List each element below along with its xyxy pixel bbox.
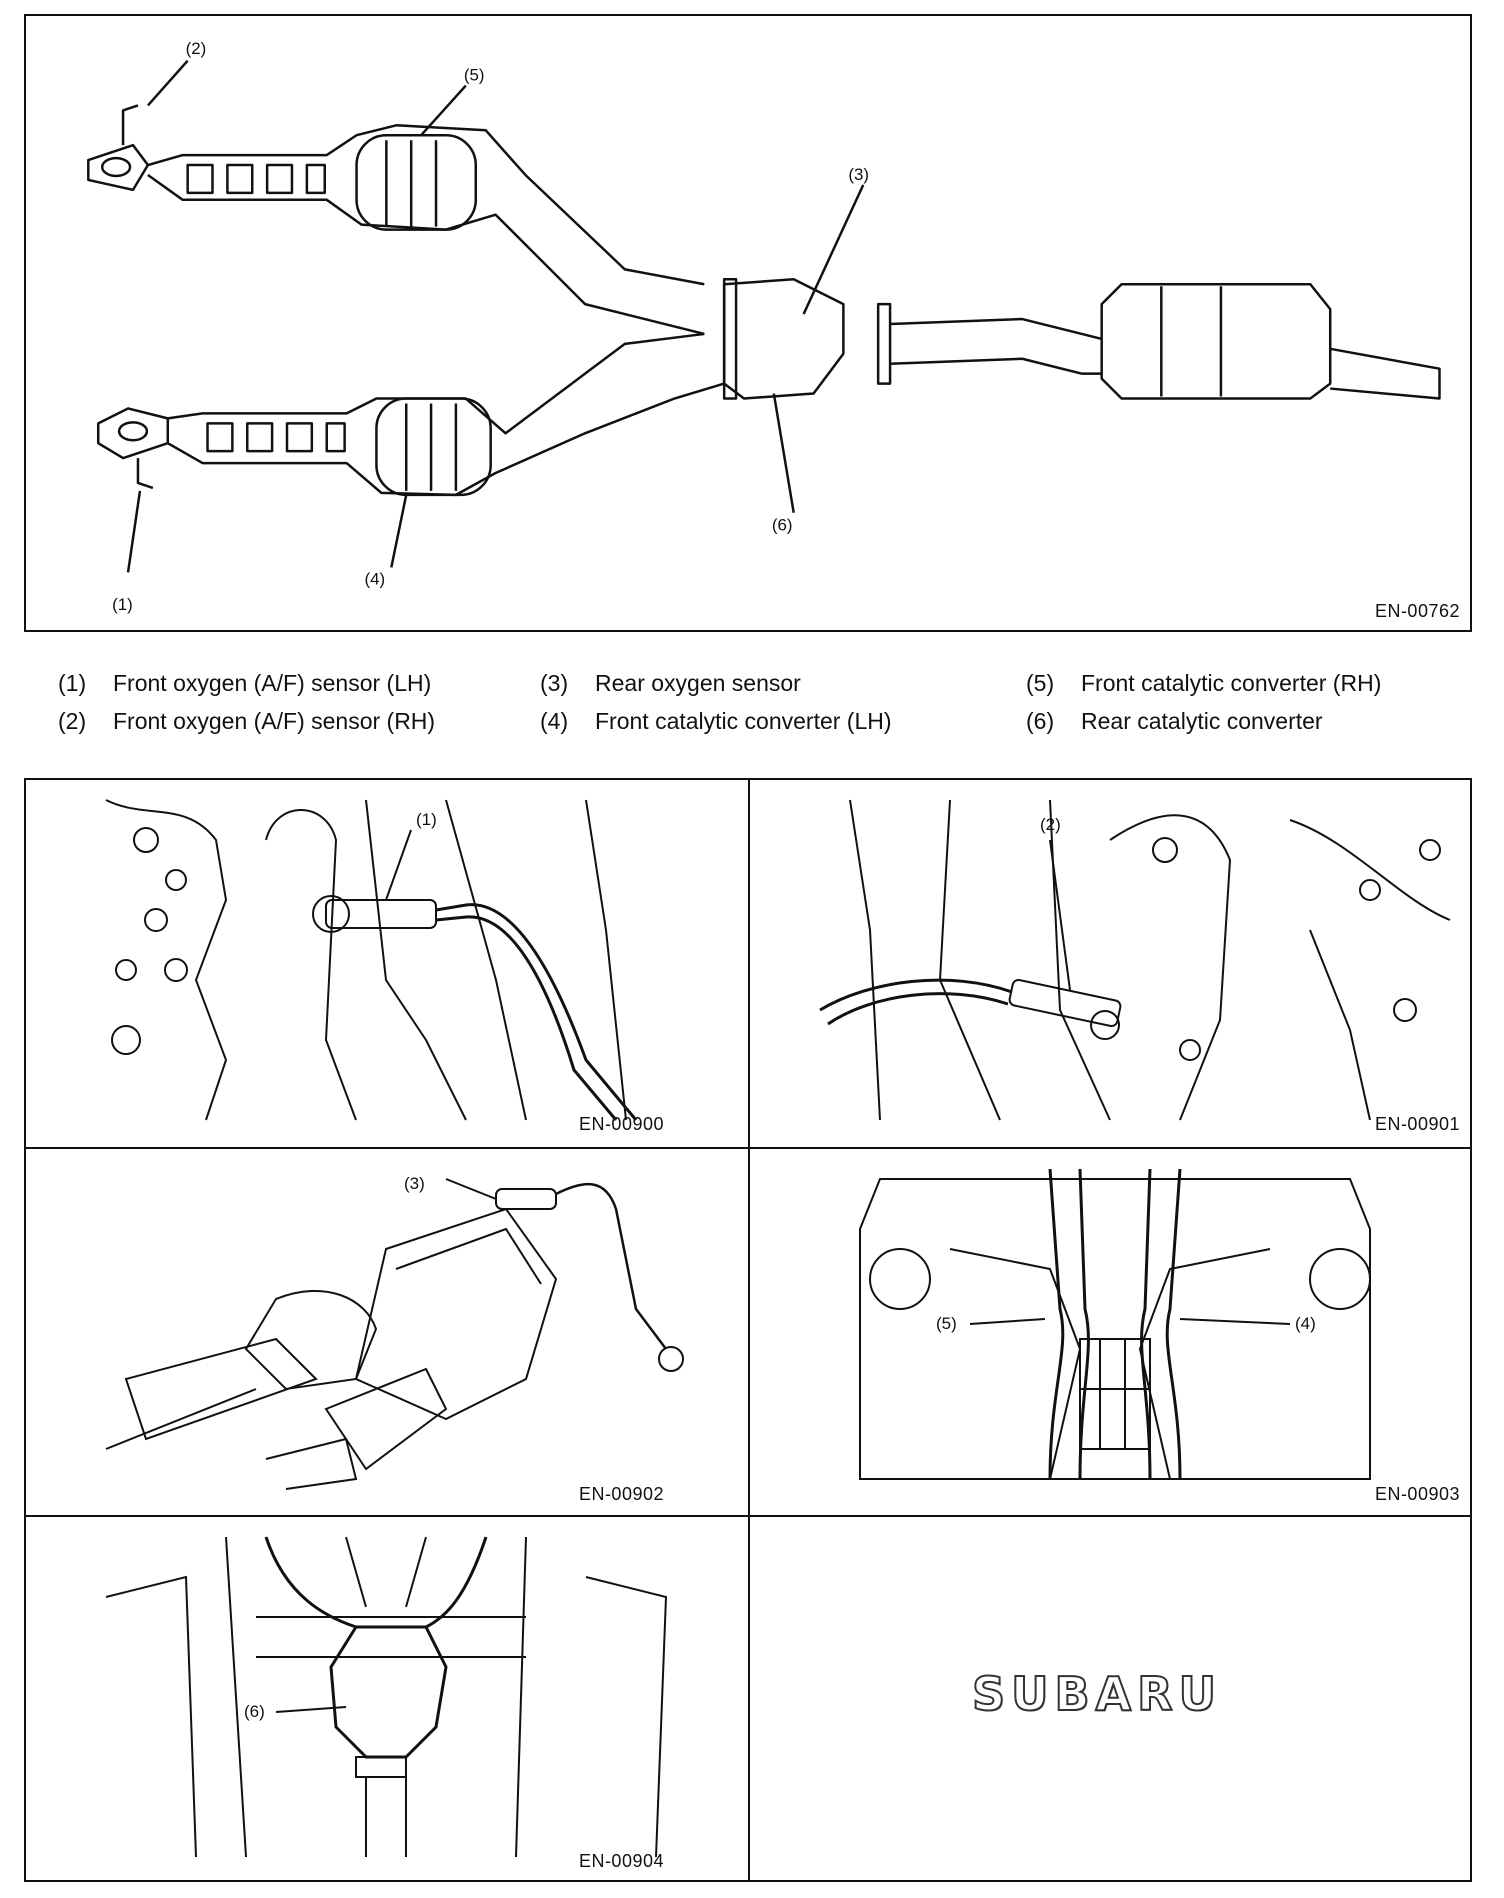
callout-3: (3) [848,165,869,184]
callout-5: (5) [464,66,485,85]
callout-2: (2) [186,39,207,58]
legend-item: (6)Rear catalytic converter [1026,708,1323,734]
legend-item: (4)Front catalytic converter (LH) [540,708,892,734]
callout-6: (6) [772,516,793,535]
legend: (1)Front oxygen (A/F) sensor (LH) (2)Fro… [58,670,1458,750]
panel-en-00902: (3) EN-00902 [26,1149,748,1515]
rear-catalytic-converter-shape [722,278,845,400]
callout-1: (1) [112,595,133,614]
callout-5: (5) [936,1314,957,1333]
lh-pipe-bottom [167,382,725,497]
exhaust-overview-drawing: (2) (5) (3) (6) (4) (1) [87,39,1441,614]
exhaust-system-overview: (2) (5) (3) (6) (4) (1) EN-00762 [24,14,1472,632]
panel-en-00904: (6) EN-00904 [26,1517,748,1884]
rear-catalytic-converter-drawing: (6) [105,1536,668,1858]
grid-divider [26,1147,1470,1149]
subaru-logo: SUBARU [971,1666,1222,1722]
callout-3: (3) [404,1174,425,1193]
front-catalytic-converters-drawing: (5) (4) [859,1168,1371,1480]
callout-6: (6) [244,1702,265,1721]
detail-panels-grid: (1) EN-00900 (2) EN-00901 [24,778,1472,1882]
panel-en-00901: (2) EN-00901 [750,780,1474,1147]
legend-item: (5)Front catalytic converter (RH) [1026,670,1382,696]
figure-code: EN-00762 [1374,601,1460,621]
legend-item: (2)Front oxygen (A/F) sensor (RH) [58,708,436,734]
panel-en-00903: (5) (4) EN-00903 [750,1149,1474,1515]
legend-item: (1)Front oxygen (A/F) sensor (LH) [58,670,432,696]
panel-en-00900: (1) EN-00900 [26,780,748,1147]
rear-oxygen-sensor-drawing: (3) [105,1174,684,1490]
legend-item: (3)Rear oxygen sensor [540,670,801,696]
panel-logo: SUBARU [750,1517,1474,1884]
rh-sensor-wire [121,104,139,146]
front-oxygen-sensor-lh-drawing: (1) [105,799,638,1121]
figure-code: EN-00902 [578,1484,664,1504]
rh-pipe-top [147,124,705,286]
callout-1: (1) [416,810,437,829]
tailpipe-shape [1329,347,1441,400]
rh-pipe-bottom [147,173,705,336]
rh-catalytic-converter-shape [355,133,478,231]
front-oxygen-sensor-rh-drawing: (2) [819,799,1451,1121]
callout-4: (4) [364,569,385,588]
grid-divider [748,780,750,1880]
figure-code: EN-00904 [578,1851,664,1871]
grid-divider [26,1515,1470,1517]
rh-flange [87,143,150,192]
figure-code: EN-00901 [1374,1114,1460,1134]
lh-catalytic-converter-shape [375,397,492,497]
lh-flange [96,407,170,460]
figure-code: EN-00900 [578,1114,664,1134]
lh-sensor-wire [136,458,154,490]
callout-4: (4) [1295,1314,1316,1333]
callout-2: (2) [1040,815,1061,834]
figure-code: EN-00903 [1374,1484,1460,1504]
muffler-shape [1100,283,1332,400]
